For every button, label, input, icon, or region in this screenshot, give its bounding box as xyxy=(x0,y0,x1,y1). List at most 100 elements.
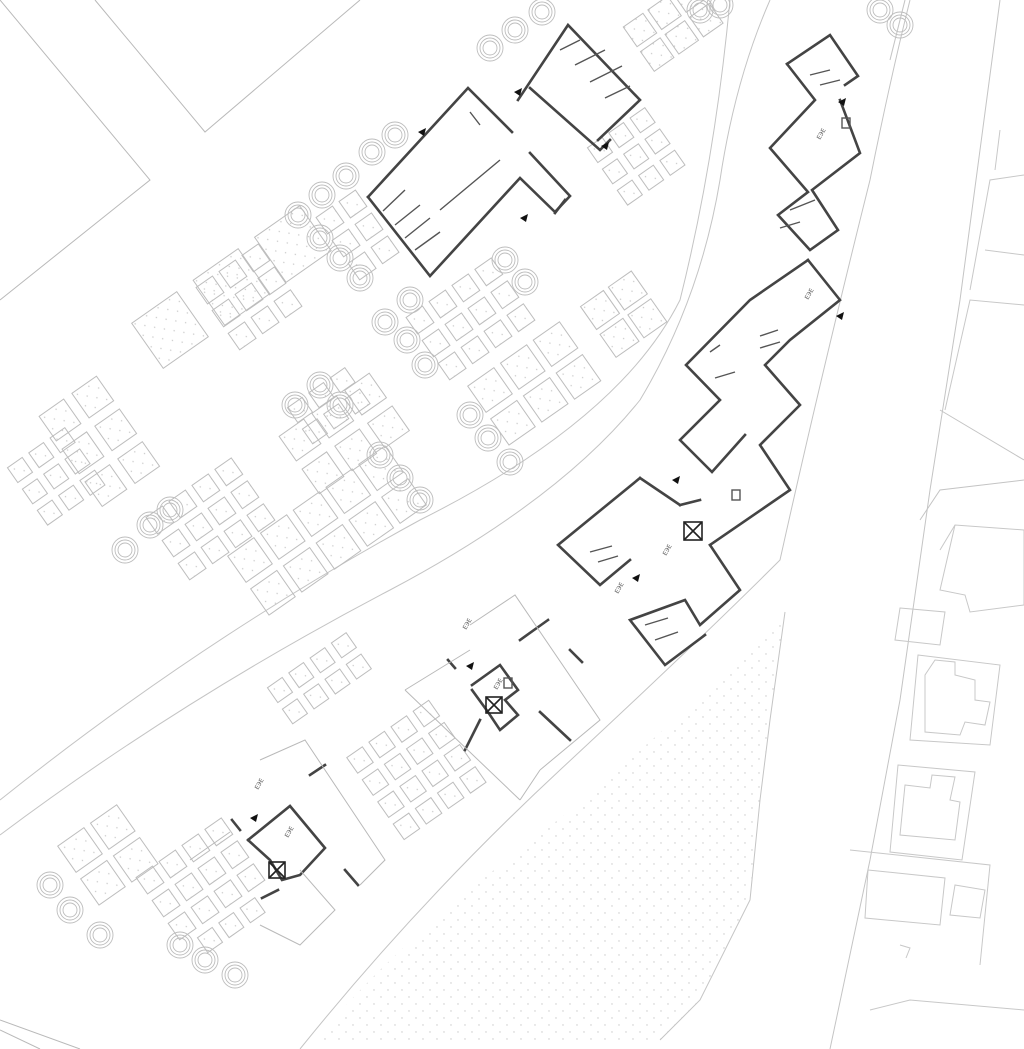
tree-icon xyxy=(314,187,330,203)
tree-icon xyxy=(417,357,433,373)
landscape-square xyxy=(627,298,668,339)
landscape-square xyxy=(302,683,330,710)
entrance-arrow-icon xyxy=(466,662,474,670)
landscape-square xyxy=(427,721,456,750)
landscape-square xyxy=(241,243,271,273)
landscape-square xyxy=(383,752,412,781)
tree-icon xyxy=(335,165,357,187)
landscape-square xyxy=(195,275,225,305)
tree-icon xyxy=(86,921,114,949)
tree-icon xyxy=(504,19,526,41)
tree-icon xyxy=(412,492,428,508)
landscape-square xyxy=(443,743,472,772)
tree-icon xyxy=(514,271,536,293)
tree-icon xyxy=(372,447,388,463)
landscape-square xyxy=(6,456,34,484)
tree-icon xyxy=(308,181,336,209)
tree-icon xyxy=(312,230,328,246)
tree-icon xyxy=(329,394,351,416)
tree-icon xyxy=(494,249,516,271)
tree-icons xyxy=(36,0,914,989)
landscape-square xyxy=(223,519,253,549)
tree-icon xyxy=(332,397,348,413)
landscape-square xyxy=(460,335,490,365)
landscape-square xyxy=(629,106,656,134)
tree-icon xyxy=(111,536,139,564)
tree-icon xyxy=(399,289,421,311)
entrance-arrow-icon xyxy=(836,312,844,320)
entrance-arrow-icon xyxy=(838,98,846,106)
landscape-square xyxy=(28,441,55,469)
tree-icon xyxy=(117,542,133,558)
tree-icon xyxy=(329,247,351,269)
landscape-square xyxy=(392,812,421,841)
tree-icon xyxy=(281,391,309,419)
landscape-square xyxy=(601,158,629,185)
tree-icon xyxy=(477,427,499,449)
landscape-square xyxy=(483,319,513,349)
plan-label: ЕЭЕ xyxy=(662,543,674,557)
tree-icon xyxy=(502,454,518,470)
tree-icon xyxy=(499,451,521,473)
entrance-arrow-icon xyxy=(418,128,426,136)
landscape-square xyxy=(399,774,428,803)
tree-icon xyxy=(194,949,216,971)
landscape-square xyxy=(522,376,569,423)
landscape-square xyxy=(273,289,303,319)
landscape-square xyxy=(158,849,188,879)
landscape-square xyxy=(315,523,362,570)
tree-icon xyxy=(352,270,368,286)
tree-icon xyxy=(59,899,81,921)
tree-icon xyxy=(42,877,58,893)
tree-icon xyxy=(892,17,908,33)
tree-icon xyxy=(369,444,391,466)
landscape-square xyxy=(207,496,237,526)
landscape-square xyxy=(458,765,487,794)
building-east-chain xyxy=(556,33,862,667)
tree-icon xyxy=(287,204,309,226)
tree-icon xyxy=(389,467,411,489)
tree-icon xyxy=(872,2,888,18)
landscape-square xyxy=(135,865,165,895)
tree-icon xyxy=(476,34,504,62)
landscape-square xyxy=(21,478,49,505)
tree-icon xyxy=(384,124,406,146)
landscape-square xyxy=(79,469,106,497)
landscape-square xyxy=(282,546,329,593)
plan-label: ЕЭЕ xyxy=(804,287,816,301)
tree-icon xyxy=(387,127,403,143)
tree-icon xyxy=(290,207,306,223)
landscape-square xyxy=(688,2,724,38)
landscape-square xyxy=(671,0,707,13)
landscape-square xyxy=(347,251,377,281)
landscape-square xyxy=(345,653,373,680)
tree-icon xyxy=(326,391,354,419)
landscape-square xyxy=(315,205,345,235)
tree-icon xyxy=(89,924,111,946)
tree-icon xyxy=(866,0,894,24)
landscape-square xyxy=(338,189,368,219)
tree-icon xyxy=(517,274,533,290)
landscape-square xyxy=(405,737,434,766)
landscape-square xyxy=(506,303,536,333)
landscape-square xyxy=(117,441,161,485)
tree-icon xyxy=(309,227,331,249)
landscape-square xyxy=(218,259,248,289)
tree-icon xyxy=(166,931,194,959)
landscape-square xyxy=(381,478,427,524)
landscape-square xyxy=(366,405,411,449)
landscape-square xyxy=(71,375,115,419)
landscape-square xyxy=(370,235,400,265)
tree-icon xyxy=(374,311,396,333)
landscape-square xyxy=(334,428,378,472)
tree-icon xyxy=(479,37,501,59)
tree-icon xyxy=(306,224,334,252)
landscape-square xyxy=(177,551,207,581)
tree-icon xyxy=(507,22,523,38)
landscape-square xyxy=(414,796,443,825)
landscape-square xyxy=(64,448,91,475)
landscape-square xyxy=(324,668,351,695)
tree-icon xyxy=(56,896,84,924)
landscape-square xyxy=(227,537,273,583)
tree-icon xyxy=(462,407,478,423)
